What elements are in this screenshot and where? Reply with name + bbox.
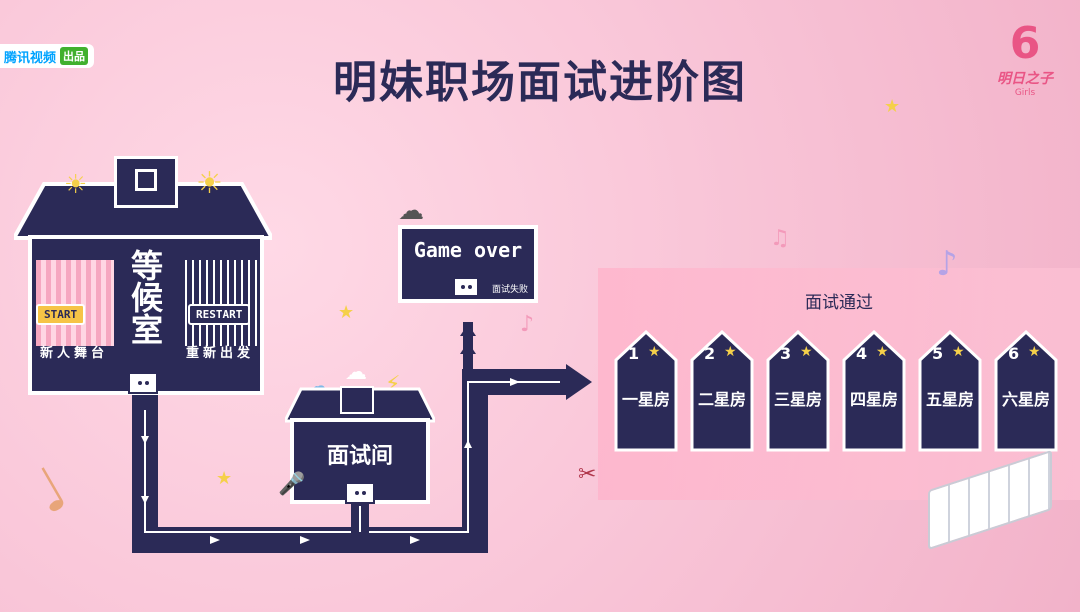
house-chimney: [114, 156, 178, 208]
restart-sign: RESTART: [188, 304, 251, 325]
microphone-icon: 🎤: [278, 472, 306, 497]
sun-cloud-icon: ☀: [64, 170, 88, 200]
star-room-num: 2: [704, 344, 716, 363]
pass-panel-title: 面试通过: [805, 293, 873, 313]
star-room-label: 三星房: [773, 390, 822, 409]
stage-left-label: 新人舞台: [40, 346, 109, 361]
star-room-label: 一星房: [621, 390, 670, 409]
star-icon: ★: [800, 344, 813, 360]
music-note-icon: ♪: [936, 244, 958, 284]
stage-right: [180, 260, 258, 346]
room-chimney: [340, 386, 374, 414]
star-room-label: 四星房: [849, 390, 898, 409]
arrow-head-right: [566, 364, 592, 400]
star-room-1: 1 ★ 一星房: [614, 330, 678, 452]
star-deco-icon: ★: [884, 96, 901, 117]
waiting-room-title: 等候室: [130, 247, 163, 349]
star-room-num: 5: [932, 344, 944, 363]
path-main-line: [144, 381, 560, 533]
star-room-label: 六星房: [1001, 390, 1050, 409]
cloud-white-icon: ☁: [345, 360, 367, 385]
star-room-5: 5 ★ 五星房: [918, 330, 982, 452]
show-logo: 6 明日之子 Girls: [990, 20, 1060, 100]
stage-right-label: 重新出发: [186, 346, 255, 361]
arrow-right-3: [410, 536, 420, 544]
game-over-door: [453, 277, 479, 297]
star-room-4: 4 ★ 四星房: [842, 330, 906, 452]
star-icon: ★: [876, 344, 889, 360]
rain-cloud-icon: ☁: [398, 196, 424, 226]
arrow-down-2: [141, 496, 149, 504]
star-room-num: 3: [780, 344, 792, 363]
start-sign: START: [36, 304, 86, 325]
star-room-3: 3 ★ 三星房: [766, 330, 830, 452]
star-room-num: 1: [628, 344, 640, 363]
music-note-small-icon: ♫: [770, 226, 790, 251]
window-icon: [135, 169, 157, 191]
music-note-pink-icon: ♪: [520, 312, 535, 337]
game-over-label: Game over: [413, 238, 523, 262]
star-room-6: 6 ★ 六星房: [994, 330, 1058, 452]
arrow-right-4: [510, 378, 520, 386]
brand-badge: 腾讯视频 出品: [0, 44, 95, 68]
star-room-label: 二星房: [697, 390, 746, 409]
sun-icon: ☀: [196, 166, 223, 201]
brand-tag: 出品: [60, 47, 89, 65]
star-deco-icon: ★: [216, 468, 233, 489]
star-room-num: 4: [856, 344, 868, 363]
star-room-label: 五星房: [925, 390, 974, 409]
arrow-down-1: [141, 436, 149, 444]
logo-mark-icon: 6: [1009, 18, 1041, 69]
scissors-icon: ✂: [578, 462, 597, 487]
arrow-up-2: [460, 342, 476, 354]
logo-sub: Girls: [1014, 88, 1036, 98]
star-icon: ★: [648, 344, 661, 360]
interview-room-door: [345, 482, 375, 504]
interview-room-label: 面试间: [326, 444, 393, 469]
brand-name: 腾讯视频: [4, 50, 57, 66]
arrow-right-2: [300, 536, 310, 544]
game-over-sub: 面试失败: [492, 285, 529, 295]
star-room-num: 6: [1008, 344, 1020, 363]
stage-left: [36, 260, 114, 346]
star-deco-icon: ★: [338, 302, 355, 323]
waiting-room-door: [128, 372, 158, 394]
arrow-right-1: [210, 536, 220, 544]
arrow-up-1: [460, 324, 476, 336]
star-icon: ★: [952, 344, 965, 360]
star-icon: ★: [1028, 344, 1041, 360]
arrow-up-3: [464, 440, 472, 448]
page-title: 明妹职场面试进阶图: [333, 57, 747, 108]
star-room-2: 2 ★ 二星房: [690, 330, 754, 452]
logo-text: 明日之子: [997, 71, 1053, 87]
star-icon: ★: [724, 344, 737, 360]
